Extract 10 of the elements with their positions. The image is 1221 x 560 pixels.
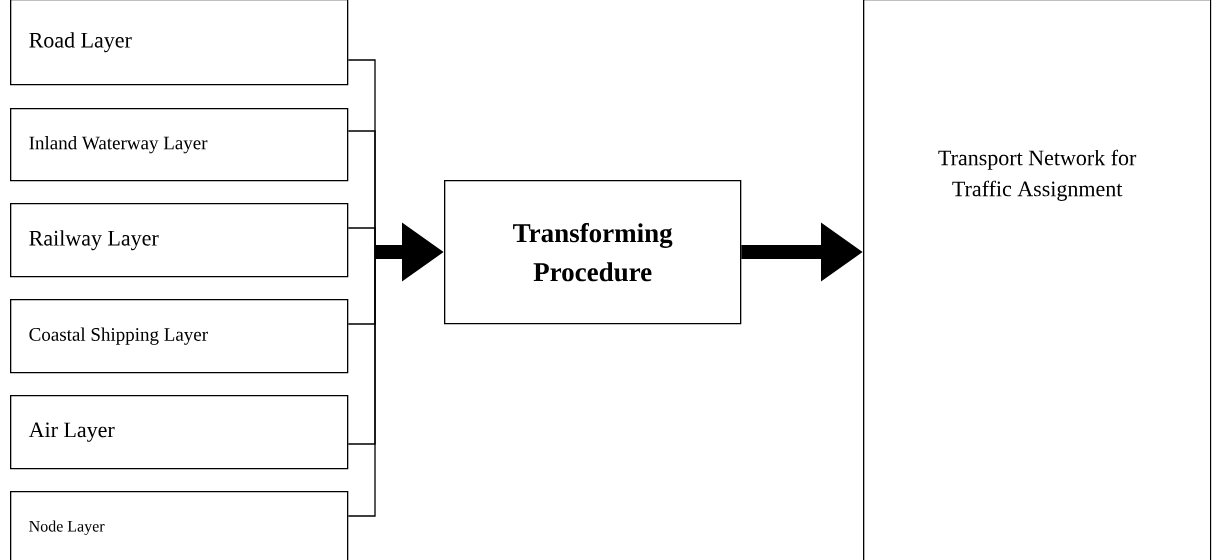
output-box: Transport Network for Traffic Assignment: [863, 0, 1212, 560]
process-box: Transforming Procedure: [444, 180, 742, 325]
connector-line: [347, 251, 376, 517]
layer-box: Coastal Shipping Layer: [10, 299, 349, 374]
connector-line: [347, 227, 376, 253]
layer-box: Railway Layer: [10, 203, 349, 278]
layer-box: Air Layer: [10, 395, 349, 470]
layer-box: Node Layer: [10, 491, 349, 560]
layer-box: Inland Waterway Layer: [10, 108, 349, 182]
layer-box: Road Layer: [10, 0, 349, 86]
